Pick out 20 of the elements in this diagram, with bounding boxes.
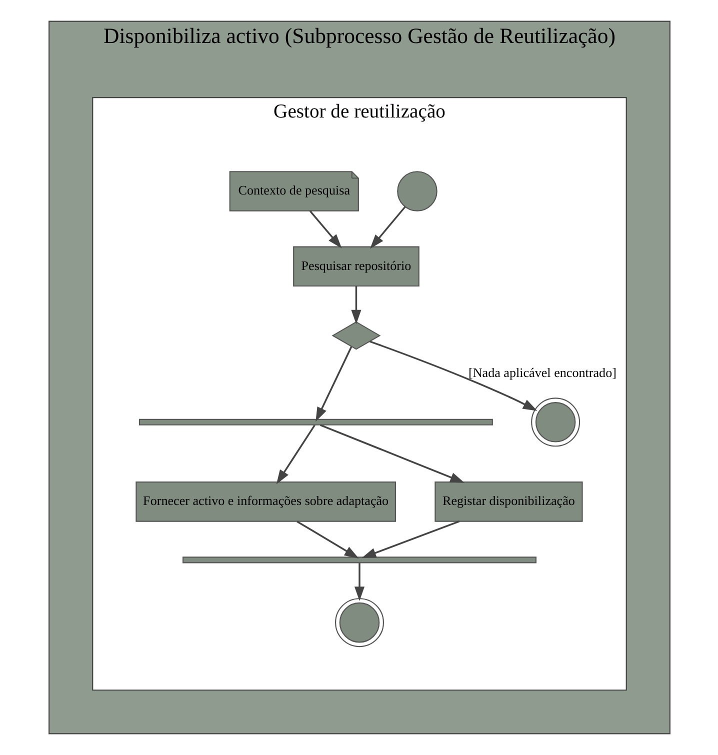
arrow bbox=[350, 286, 361, 324]
node-circle bbox=[530, 398, 580, 447]
node-box: Registar disponibilização bbox=[434, 482, 582, 522]
arrow bbox=[361, 520, 460, 558]
arrow bbox=[308, 210, 342, 248]
arrow bbox=[370, 206, 406, 249]
arrow bbox=[368, 340, 537, 411]
node-box: Pesquisar repositório bbox=[292, 246, 419, 287]
node-box: Fornecer activo e informações sobre adaptação bbox=[135, 482, 396, 522]
arrow bbox=[320, 424, 464, 483]
node-circle bbox=[334, 598, 384, 648]
arrow bbox=[276, 424, 315, 484]
node-bar bbox=[182, 556, 536, 564]
node-circle bbox=[396, 171, 437, 212]
edge-label: [Nada aplicável encontrado] bbox=[468, 365, 616, 380]
arrow bbox=[296, 520, 358, 558]
node-diamond bbox=[331, 321, 380, 350]
node-bar bbox=[138, 418, 492, 426]
arrow bbox=[354, 563, 364, 602]
arrow bbox=[315, 346, 352, 422]
